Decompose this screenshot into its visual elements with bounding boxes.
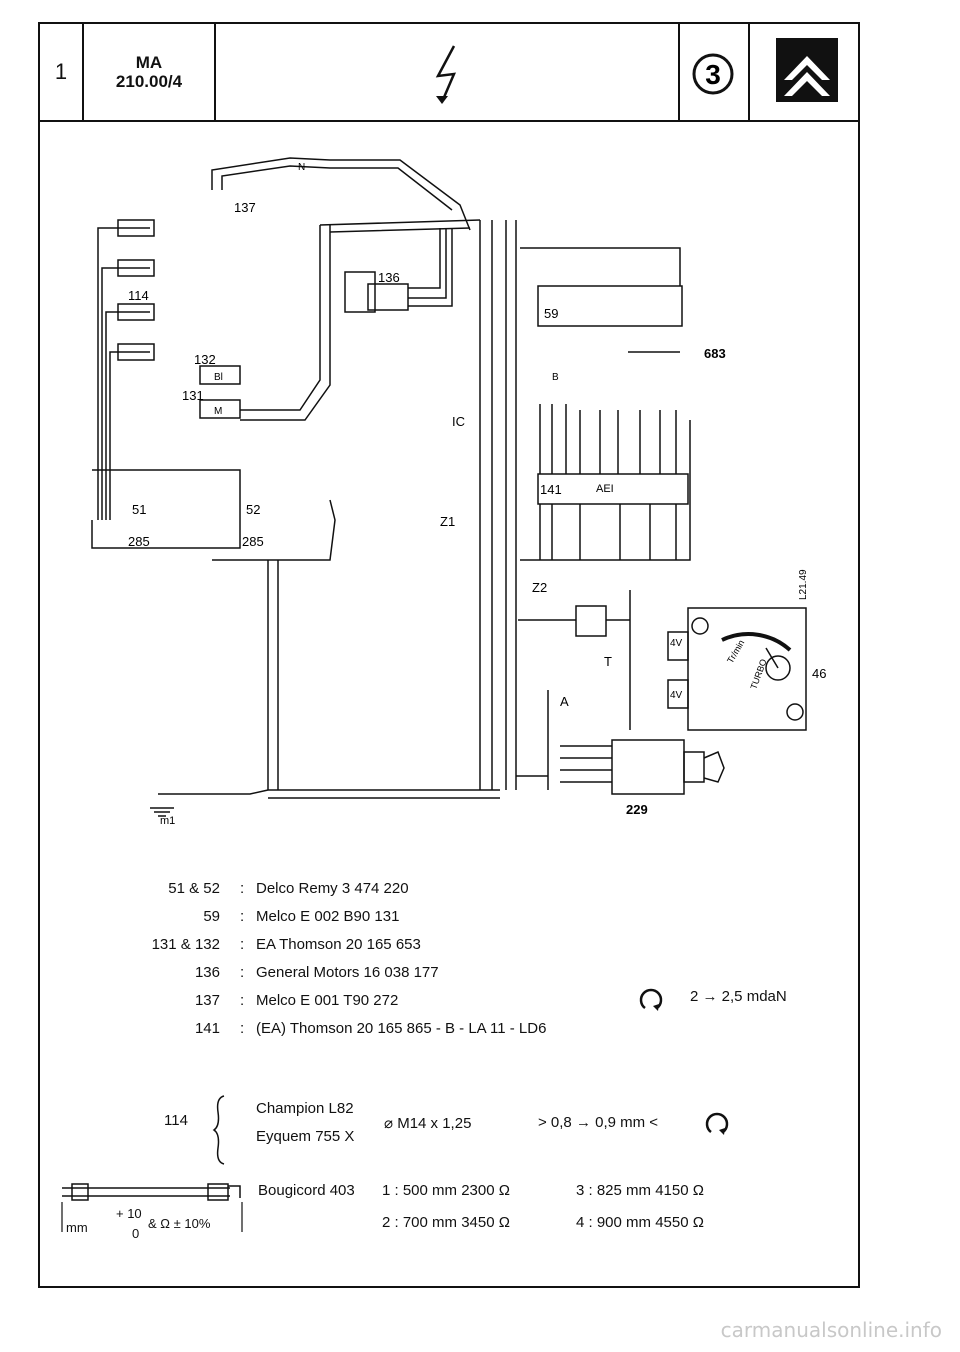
section-number-cell: 3 (680, 24, 750, 120)
code-line-1: MA (135, 53, 163, 72)
plug-gap: > 0,8 → 0,9 mm < (538, 1114, 659, 1131)
part-colon: : (240, 908, 245, 925)
label-a: A (560, 694, 569, 709)
brace-icon (212, 1095, 225, 1165)
label-m1: m1 (160, 815, 175, 827)
label-114: 114 (128, 288, 149, 303)
tolerance-plus: + 10 (116, 1206, 142, 1221)
tolerance-left: mm (66, 1220, 88, 1235)
label-285-a: 285 (128, 534, 150, 549)
plug-brand-2: Eyquem 755 X (256, 1128, 355, 1145)
label-bl: Bl (214, 372, 223, 383)
lead-name: Bougicord 403 (258, 1182, 355, 1199)
header-bar: 1 MA 210.00/4 3 (40, 24, 858, 122)
part-desc: Melco E 001 T90 272 (256, 992, 399, 1009)
label-46: 46 (812, 666, 826, 681)
part-ref: 141 (194, 1020, 220, 1037)
part-ref: 59 (203, 908, 220, 925)
code-line-2: 210.00/4 (115, 72, 183, 91)
part-desc: (EA) Thomson 20 165 865 - B - LA 11 - LD… (256, 1020, 547, 1037)
lead-item: 4 : 900 mm 4550 Ω (576, 1214, 704, 1231)
label-aei: AEI (596, 483, 614, 495)
tolerance-zero: 0 (132, 1226, 140, 1241)
label-rpm: Tr/min (725, 638, 746, 665)
part-colon: : (240, 880, 245, 897)
ht-lead-icon (61, 1183, 243, 1232)
electrical-symbol-cell (216, 24, 680, 120)
label-52: 52 (246, 502, 260, 517)
label-683: 683 (704, 346, 726, 361)
label-132: 132 (194, 352, 216, 367)
part-colon: : (240, 992, 245, 1009)
page-number: 1 (40, 24, 84, 120)
plug-ref: 114 (164, 1112, 188, 1129)
part-ref: 137 (194, 992, 220, 1009)
part-colon: : (240, 936, 245, 953)
part-desc: General Motors 16 038 177 (256, 964, 439, 981)
tolerance-right: & Ω ± 10% (148, 1216, 211, 1231)
torque-wrench-icon (639, 988, 663, 1011)
label-141: 141 (540, 482, 562, 497)
citroen-logo-cell (750, 24, 858, 120)
label-4v-a: 4V (670, 638, 683, 649)
label-285-b: 285 (242, 534, 264, 549)
part-colon: : (240, 1020, 245, 1037)
watermark: carmanualsonline.info (720, 1318, 942, 1342)
label-b: B (552, 372, 559, 383)
page-frame: 1 MA 210.00/4 3 (38, 22, 860, 1288)
label-229: 229 (626, 802, 648, 817)
citroen-logo-icon (776, 38, 838, 102)
part-ref: 136 (194, 964, 220, 981)
label-t: T (604, 654, 612, 669)
part-desc: Delco Remy 3 474 220 (256, 880, 409, 897)
label-turbo: TURBO (748, 658, 768, 691)
lead-item: 3 : 825 mm 4150 Ω (576, 1182, 704, 1199)
label-136: 136 (378, 270, 400, 285)
lightning-icon (435, 45, 457, 104)
plug-brand-1: Champion L82 (256, 1100, 354, 1117)
part-desc: EA Thomson 20 165 653 (256, 936, 421, 953)
lead-item: 2 : 700 mm 3450 Ω (382, 1214, 510, 1231)
label-4v-b: 4V (670, 690, 683, 701)
label-51: 51 (132, 502, 146, 517)
label-59: 59 (544, 306, 558, 321)
label-z1: Z1 (440, 514, 455, 529)
part-colon: : (240, 964, 245, 981)
part-ref: 131 & 132 (151, 936, 220, 953)
label-z2: Z2 (532, 580, 547, 595)
figure-reference: L21.49 (798, 569, 809, 600)
label-137: 137 (234, 200, 256, 215)
part-ref: 51 & 52 (168, 880, 220, 897)
label-n: N (298, 162, 305, 173)
label-131: 131 (182, 388, 204, 403)
section-number: 3 (705, 59, 721, 90)
document-code: MA 210.00/4 (84, 24, 216, 120)
part-desc: Melco E 002 B90 131 (256, 908, 400, 925)
label-m: M (214, 406, 222, 417)
lead-item: 1 : 500 mm 2300 Ω (382, 1182, 510, 1199)
torque-wrench-icon (705, 1112, 729, 1135)
plug-thread: ⌀ M14 x 1,25 (384, 1115, 472, 1132)
label-ic: IC (452, 414, 465, 429)
torque-value: 2 → 2,5 mdaN (690, 988, 787, 1005)
